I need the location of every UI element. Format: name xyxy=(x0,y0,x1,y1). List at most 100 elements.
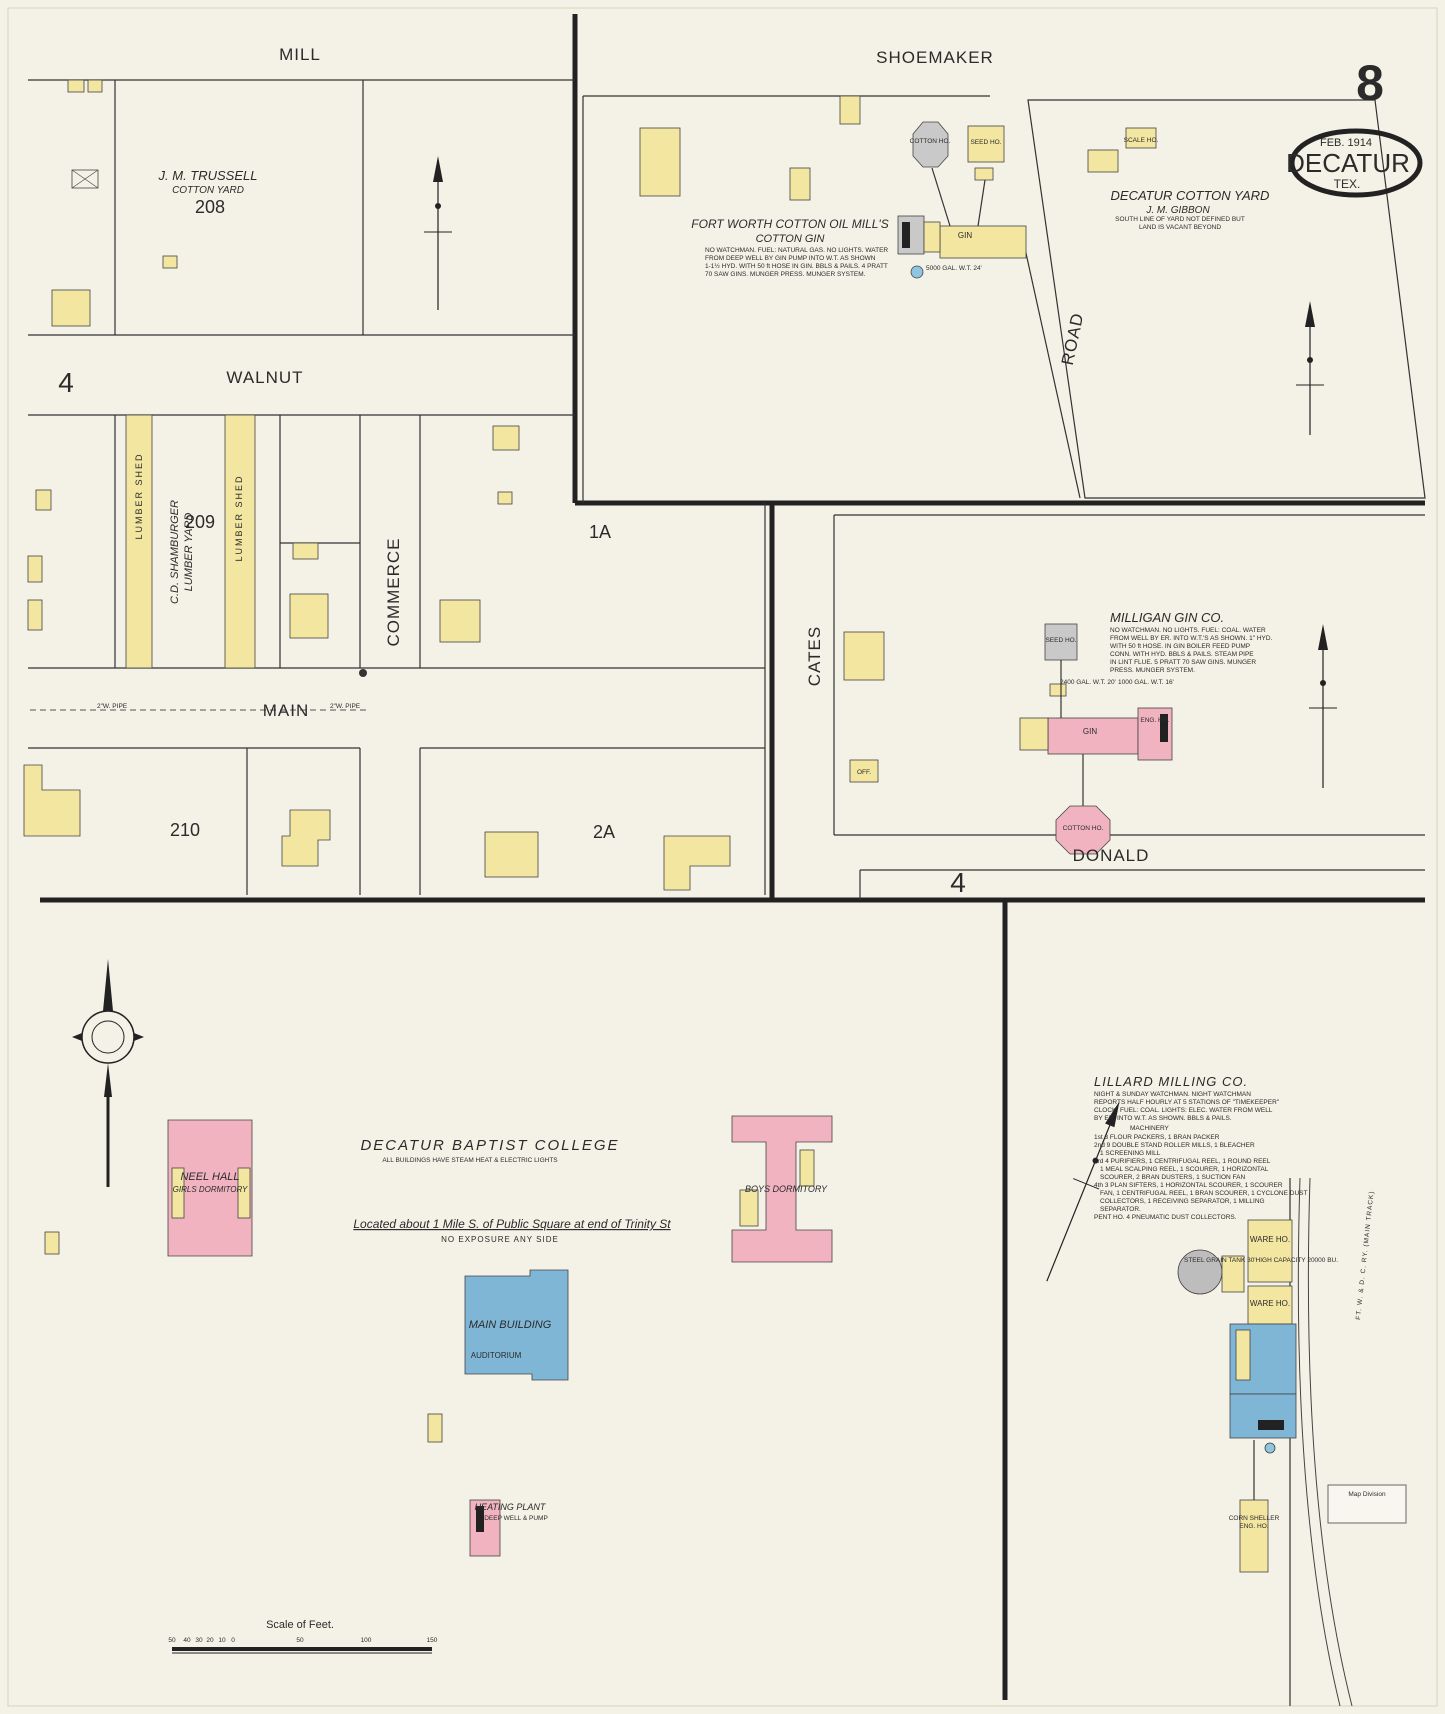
lumber-shed-label: LUMBER SHED xyxy=(234,474,244,561)
dwelling xyxy=(492,425,520,451)
neel-hall xyxy=(167,1119,253,1257)
office-label: OFF. xyxy=(857,769,871,776)
street-walnut: WALNUT xyxy=(226,368,303,387)
college-block xyxy=(44,959,833,1557)
decatur-cotton-yard-note: SOUTH LINE OF YARD NOT DEFINED BUT xyxy=(1115,216,1245,223)
lillard-machine: 4th 3 PLAN SIFTERS, 1 HORIZONTAL SCOURER… xyxy=(1094,1182,1283,1189)
college-location: Located about 1 Mile S. of Public Square… xyxy=(353,1217,671,1231)
seed-house xyxy=(843,631,885,681)
seed-house xyxy=(1044,623,1078,661)
main-building-label: MAIN BUILDING xyxy=(469,1319,552,1331)
gin-building xyxy=(1047,717,1139,755)
fw-gin-title: FORT WORTH COTTON OIL MILL'S xyxy=(691,217,888,231)
scale-house xyxy=(1125,127,1157,149)
auditorium-label: AUDITORIUM xyxy=(471,1351,522,1360)
lillard-machine: FAN, 1 CENTRIFUGAL REEL, 1 BRAN SCOURER,… xyxy=(1100,1190,1307,1197)
main-building xyxy=(464,1269,569,1381)
lillard-machine: SEPARATOR. xyxy=(1100,1206,1141,1213)
lillard-machine: 1 MEAL SCALPING REEL, 1 SCOURER, 1 HORIZ… xyxy=(1100,1166,1269,1173)
boys-dorm-label: BOYS DORMITORY xyxy=(745,1184,828,1194)
scale-tick-label: 0 xyxy=(231,1637,235,1644)
fw-note: FROM DEEP WELL BY GIN PUMP INTO W.T. AS … xyxy=(705,255,876,262)
scale-tick-label: 10 xyxy=(218,1637,226,1644)
girls-dorm-label: GIRLS DORMITORY xyxy=(173,1185,248,1194)
compass-rose xyxy=(72,959,144,1187)
decatur-cotton-yard-note: LAND IS VACANT BEYOND xyxy=(1139,224,1221,231)
dwelling xyxy=(281,809,331,867)
scale-tick-label: 30 xyxy=(195,1637,203,1644)
lillard-machine: COLLECTORS, 1 RECEIVING SEPARATOR, 1 MIL… xyxy=(1100,1198,1265,1205)
shed xyxy=(162,255,178,269)
ware-ho-label: WARE HO. xyxy=(1250,1235,1290,1244)
ware-ho-label: WARE HO. xyxy=(1250,1299,1290,1308)
block-2a: 2A xyxy=(593,822,615,842)
milligan-eng-ho: ENG. HO. xyxy=(1140,717,1169,724)
sheet-edge xyxy=(7,7,1438,1707)
engine-house xyxy=(1229,1393,1297,1439)
fw-cotton-ho: COTTON HO. xyxy=(910,138,951,145)
milligan-note: NO WATCHMAN. NO LIGHTS. FUEL: COAL. WATE… xyxy=(1110,627,1266,634)
water-pipe-label: 2"W. PIPE xyxy=(330,703,361,710)
street-donald: DONALD xyxy=(1073,846,1150,865)
seed-house xyxy=(967,125,1005,163)
street-main: MAIN xyxy=(263,701,310,720)
milligan-tank-label: 2400 GAL. W.T. 20' xyxy=(1060,679,1116,686)
engine-house xyxy=(897,215,925,255)
map-division-stamp-text: Map Division xyxy=(1348,1491,1386,1498)
press xyxy=(1019,717,1049,751)
title-cartouche xyxy=(1289,128,1423,198)
lillard-title: LILLARD MILLING CO. xyxy=(1094,1074,1248,1089)
trussell-name: J. M. TRUSSELL xyxy=(158,168,258,183)
heating-plant-note: DEEP WELL & PUMP xyxy=(484,1515,548,1522)
milligan-note: WITH 50 ft HOSE. IN GIN BOILER FEED PUMP xyxy=(1110,643,1250,650)
block-209: 209 xyxy=(185,512,215,532)
shed xyxy=(497,491,513,505)
heating-plant-label: HEATING PLANT xyxy=(475,1502,547,1512)
fw-note: 1-1½ HYD. WITH 50 ft HOSE IN GIN. BBLS &… xyxy=(705,262,888,270)
milligan-cotton-ho: COTTON HO. xyxy=(1063,825,1104,832)
lumber-shed-label: LUMBER SHED xyxy=(134,452,144,539)
milligan-note: FROM WELL BY ER. INTO W.T.'S AS SHOWN. 1… xyxy=(1110,635,1273,642)
trussell-use: COTTON YARD xyxy=(172,185,244,196)
scale-tick-label: 20 xyxy=(206,1637,214,1644)
college-note: ALL BUILDINGS HAVE STEAM HEAT & ELECTRIC… xyxy=(382,1157,558,1164)
storage xyxy=(789,167,811,201)
block-210: 210 xyxy=(170,820,200,840)
fw-seed-ho: SEED HO. xyxy=(970,139,1001,146)
scale-tick-label: 40 xyxy=(183,1637,191,1644)
decatur-cotton-yard-title: DECATUR COTTON YARD xyxy=(1111,188,1270,203)
office xyxy=(849,759,879,783)
lillard-note: NIGHT & SUNDAY WATCHMAN. NIGHT WATCHMAN xyxy=(1094,1091,1251,1098)
dwelling xyxy=(23,764,81,837)
scale-tick-label: 50 xyxy=(168,1637,176,1644)
lumber-shed-west xyxy=(125,414,153,669)
milligan-tank-label: 1000 GAL. W.T. 16' xyxy=(1118,679,1174,686)
dwelling xyxy=(663,835,731,891)
block-208: 208 xyxy=(195,197,225,217)
college-title: DECATUR BAPTIST COLLEGE xyxy=(360,1137,619,1154)
corn-sheller-label: CORN SHELLER xyxy=(1229,1515,1280,1522)
steel-tank-label: STEEL GRAIN TANK 30'HIGH CAPACITY 20000 … xyxy=(1184,1257,1338,1264)
dwelling xyxy=(51,289,91,327)
state-name: TEX. xyxy=(1334,177,1361,191)
fort-worth-gin-block xyxy=(582,95,1426,503)
block-1a: 1A xyxy=(589,522,611,542)
sheet-number: 8 xyxy=(1356,55,1384,111)
scale-tick-label: 150 xyxy=(427,1637,438,1644)
milligan-note: IN LINT FLUE. 5 PRATT 70 SAW GINS. MUNGE… xyxy=(1110,659,1256,666)
lillard-note: REPORTS HALF HOURLY AT 5 STATIONS OF "TI… xyxy=(1094,1099,1280,1106)
fw-gin-subtitle: COTTON GIN xyxy=(756,233,825,245)
dwelling xyxy=(87,79,103,93)
dwelling xyxy=(67,79,85,93)
street-shoemaker: SHOEMAKER xyxy=(876,48,994,67)
scale-title: Scale of Feet. xyxy=(266,1619,334,1631)
fw-gin-label: GIN xyxy=(958,231,972,240)
press xyxy=(923,221,941,253)
shed xyxy=(44,1231,60,1255)
lillard-note: CLOCK. FUEL: COAL. LIGHTS: ELEC. WATER F… xyxy=(1094,1107,1273,1114)
dwelling xyxy=(484,831,539,878)
city-name: DECATUR xyxy=(1286,148,1410,178)
cotton-house xyxy=(1055,805,1111,855)
office xyxy=(839,95,861,125)
